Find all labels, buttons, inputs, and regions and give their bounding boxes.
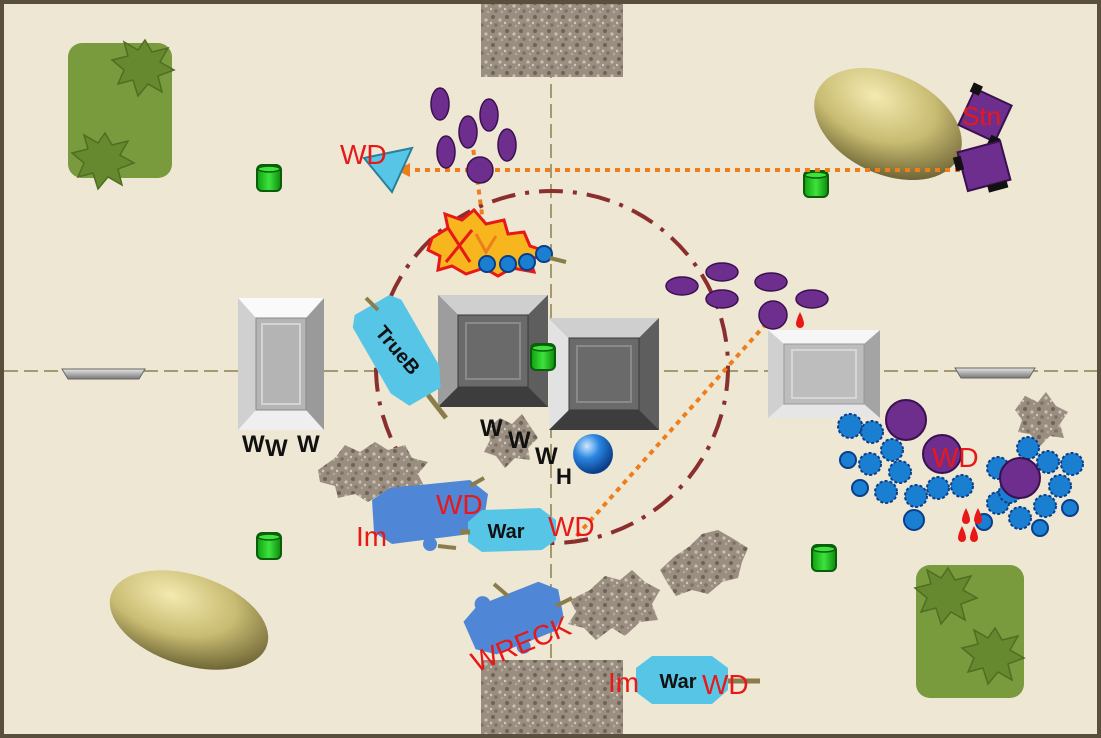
gun-barrel bbox=[492, 582, 510, 598]
status-label-wd-bottom: WD bbox=[702, 669, 749, 700]
purple-squad-right bbox=[665, 262, 829, 330]
forest-bottom-right bbox=[913, 565, 1026, 698]
wound-marker: W bbox=[535, 443, 558, 470]
charge-line bbox=[571, 314, 775, 542]
hill-top-right bbox=[814, 67, 962, 181]
h-marker: H bbox=[556, 464, 572, 489]
vehicle-label-war-center: War bbox=[487, 521, 524, 543]
status-label-wd-im: WD bbox=[436, 489, 483, 520]
status-label-im-left: Im bbox=[356, 521, 387, 552]
gun-barrel bbox=[364, 296, 380, 312]
bunker-right bbox=[768, 330, 880, 418]
gun-barrel bbox=[426, 393, 448, 420]
wound-marker: W bbox=[508, 427, 531, 454]
objective-marker bbox=[256, 164, 282, 192]
gun-barrel bbox=[549, 256, 567, 264]
status-label-wd-top: WD bbox=[340, 139, 387, 170]
objective-marker bbox=[256, 532, 282, 560]
bunker-center-left bbox=[438, 295, 548, 407]
objective-marker bbox=[530, 343, 556, 371]
status-label-wd-war: WD bbox=[548, 511, 595, 542]
barrier-right bbox=[954, 367, 1036, 379]
vehicle-war-bottom bbox=[636, 656, 760, 704]
objective-marker bbox=[803, 170, 829, 198]
vehicle-trueb bbox=[352, 294, 441, 406]
purple-squad-top bbox=[430, 87, 517, 184]
vehicle-wreck bbox=[463, 581, 564, 655]
wound-marker: W bbox=[265, 435, 288, 462]
objective-marker bbox=[811, 544, 837, 572]
rubble-zone-top bbox=[481, 4, 623, 77]
wound-marker: W bbox=[297, 431, 320, 458]
crater-rubble bbox=[660, 530, 748, 596]
purple-leaders-right bbox=[885, 399, 1041, 499]
casualty-drop-icon bbox=[796, 312, 804, 328]
vehicle-war-center bbox=[460, 508, 556, 552]
gun-barrel bbox=[555, 596, 573, 608]
status-label-stn: Stn bbox=[962, 101, 1001, 131]
forest-top-left bbox=[68, 38, 176, 191]
casualty-drops-icon bbox=[958, 508, 982, 542]
barrier-left bbox=[61, 368, 146, 380]
range-circle bbox=[374, 189, 730, 545]
crater-rubble bbox=[1015, 392, 1068, 446]
crater-rubble bbox=[568, 570, 660, 640]
x-mark-icon bbox=[474, 233, 498, 255]
blue-squad-small bbox=[478, 245, 553, 273]
purple-vehicle bbox=[957, 82, 1013, 149]
vehicle-label-war-bottom: War bbox=[659, 671, 696, 693]
status-label-im-bottom: Im bbox=[608, 667, 639, 698]
status-label-wd-right: WD bbox=[932, 442, 979, 473]
x-mark-icon bbox=[444, 227, 474, 263]
vehicle-im-left bbox=[372, 476, 488, 551]
wound-marker: W bbox=[242, 431, 265, 458]
light-blue-marker bbox=[362, 146, 414, 194]
blue-orb-marker bbox=[573, 434, 613, 474]
hill-bottom-left bbox=[109, 570, 269, 670]
bunker-left bbox=[238, 298, 324, 430]
purple-vehicle bbox=[952, 139, 1012, 193]
bunker-center-right bbox=[549, 318, 659, 430]
charge-line bbox=[470, 139, 488, 245]
wound-marker: W bbox=[480, 415, 503, 442]
rubble-zone-bottom bbox=[481, 660, 623, 734]
crater-rubble bbox=[484, 414, 538, 468]
